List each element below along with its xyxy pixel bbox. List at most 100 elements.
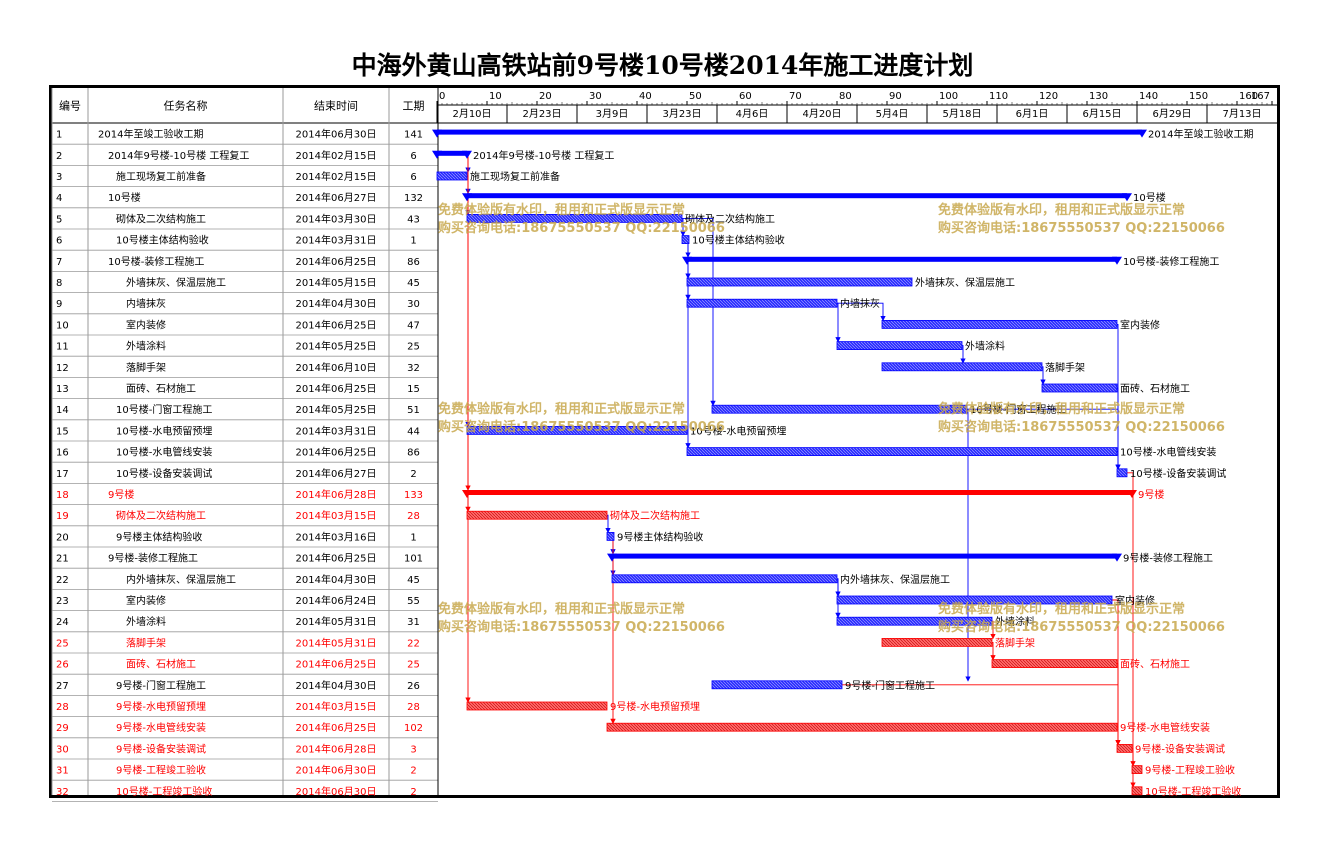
cell-task-name: 落脚手架 [126, 361, 166, 374]
cell-end-date: 2014年04月30日 [296, 679, 377, 692]
week-label: 3月9日 [596, 108, 629, 120]
week-label: 5月4日 [876, 108, 909, 120]
task-bar-9 [686, 298, 838, 308]
cell-task-name: 砌体及二次结构施工 [116, 509, 206, 522]
dependency-link [835, 302, 841, 343]
day-tick-label: 150 [1189, 91, 1208, 102]
cell-task-name: 外墙涂料 [126, 340, 166, 353]
cell-end-date: 2014年05月31日 [296, 615, 377, 628]
task-bar-19 [466, 510, 608, 520]
column-header-name: 任务名称 [164, 99, 208, 113]
cell-duration: 3 [410, 744, 416, 755]
task-bar-6 [681, 235, 690, 245]
summary-start-cap [432, 129, 442, 138]
cell-id: 17 [56, 469, 69, 480]
cell-end-date: 2014年03月15日 [296, 700, 377, 713]
bar-label-3: 施工现场复工前准备 [470, 170, 560, 183]
cell-id: 15 [56, 426, 69, 437]
cell-end-date: 2014年02月15日 [296, 149, 377, 162]
watermark-line1: 免费体验版有水印，租用和正式版显示正常 [938, 601, 1185, 617]
cell-duration: 1 [410, 532, 416, 543]
watermark-line2: 购买咨询电话:18675550537 QQ:22150066 [938, 619, 1225, 635]
cell-end-date: 2014年05月25日 [296, 403, 377, 416]
cell-duration: 1 [410, 236, 416, 247]
cell-id: 14 [56, 405, 69, 416]
cell-id: 18 [56, 490, 69, 501]
week-label: 6月15日 [1082, 108, 1121, 120]
cell-duration: 25 [407, 342, 420, 353]
cell-end-date: 2014年06月27日 [296, 467, 377, 480]
column-header-dur: 工期 [403, 100, 425, 113]
cell-task-name: 9号楼-工程竣工验收 [116, 764, 206, 777]
cell-task-name: 砌体及二次结构施工 [116, 212, 206, 225]
cell-task-name: 内墙抹灰 [126, 297, 166, 310]
cell-end-date: 2014年03月16日 [296, 530, 377, 543]
bar-label-23: 室内装修 [1115, 594, 1155, 607]
summary-end-cap [462, 150, 472, 159]
bar-label-15: 10号楼-水电预留预埋 [690, 424, 786, 437]
dependency-link [682, 217, 716, 407]
cell-duration: 102 [404, 723, 423, 734]
task-bar-26 [991, 659, 1118, 668]
task-bar-25 [881, 638, 993, 647]
week-label: 2月10日 [452, 108, 491, 120]
task-bar-27 [711, 680, 843, 690]
dependency-link [837, 302, 886, 322]
cell-end-date: 2014年04月30日 [296, 297, 377, 310]
cell-duration: 44 [407, 426, 420, 437]
cell-id: 5 [56, 214, 62, 225]
bar-label-19: 砌体及二次结构施工 [610, 509, 700, 522]
cell-task-name: 室内装修 [126, 318, 166, 331]
cell-duration: 86 [407, 448, 420, 459]
cell-task-name: 施工现场复工前准备 [116, 170, 206, 183]
cell-end-date: 2014年06月25日 [296, 446, 377, 459]
cell-end-date: 2014年06月27日 [296, 191, 377, 204]
task-bar-5 [466, 213, 683, 223]
dependency-link [685, 239, 691, 449]
cell-duration: 133 [404, 490, 423, 501]
bar-label-31: 9号楼-工程竣工验收 [1145, 764, 1235, 777]
cell-end-date: 2014年03月30日 [296, 212, 377, 225]
summary-start-cap [607, 553, 617, 562]
cell-duration: 47 [407, 320, 420, 331]
cell-duration: 101 [404, 554, 423, 565]
cell-duration: 30 [407, 299, 420, 310]
cell-id: 19 [56, 511, 69, 522]
bar-label-22: 内外墙抹灰、保温层施工 [840, 573, 950, 586]
bar-label-7: 10号楼-装修工程施工 [1123, 255, 1219, 268]
task-bar-12 [881, 362, 1043, 372]
cell-id: 4 [56, 193, 62, 204]
cell-duration: 6 [410, 172, 416, 183]
cell-end-date: 2014年05月15日 [296, 276, 377, 289]
bar-label-18: 9号楼 [1138, 488, 1164, 501]
cell-task-name: 10号楼-水电管线安装 [116, 446, 212, 459]
cell-id: 23 [56, 596, 69, 607]
bar-label-28: 9号楼-水电预留预埋 [610, 700, 700, 713]
day-tick-label: 10 [489, 91, 502, 102]
cell-end-date: 2014年06月30日 [296, 128, 377, 141]
cell-task-name: 10号楼-工程竣工验收 [116, 785, 212, 798]
bar-label-21: 9号楼-装修工程施工 [1123, 552, 1213, 565]
week-label: 6月29日 [1152, 108, 1191, 120]
cell-task-name: 10号楼主体结构验收 [116, 234, 209, 247]
summary-bar-1 [437, 129, 1142, 135]
cell-id: 10 [56, 320, 69, 331]
task-bar-24 [836, 616, 993, 626]
cell-task-name: 外墙抹灰、保温层施工 [126, 276, 226, 289]
cell-duration: 51 [407, 405, 420, 416]
bar-label-20: 9号楼主体结构验收 [617, 530, 703, 543]
watermark-line2: 购买咨询电话:18675550537 QQ:22150066 [438, 619, 725, 635]
bar-label-10: 室内装修 [1120, 318, 1160, 331]
cell-task-name: 9号楼-水电预留预埋 [116, 700, 206, 713]
task-bar-10 [881, 319, 1118, 329]
bar-label-16: 10号楼-水电管线安装 [1120, 446, 1216, 459]
summary-start-cap [462, 490, 472, 498]
summary-start-cap [462, 193, 472, 202]
week-label: 4月20日 [802, 108, 841, 120]
cell-task-name: 内外墙抹灰、保温层施工 [126, 573, 236, 586]
day-tick-label: 100 [939, 91, 958, 102]
bar-label-8: 外墙抹灰、保温层施工 [915, 276, 1015, 289]
summary-bar-4 [467, 193, 1127, 199]
task-bar-30 [1116, 744, 1133, 753]
